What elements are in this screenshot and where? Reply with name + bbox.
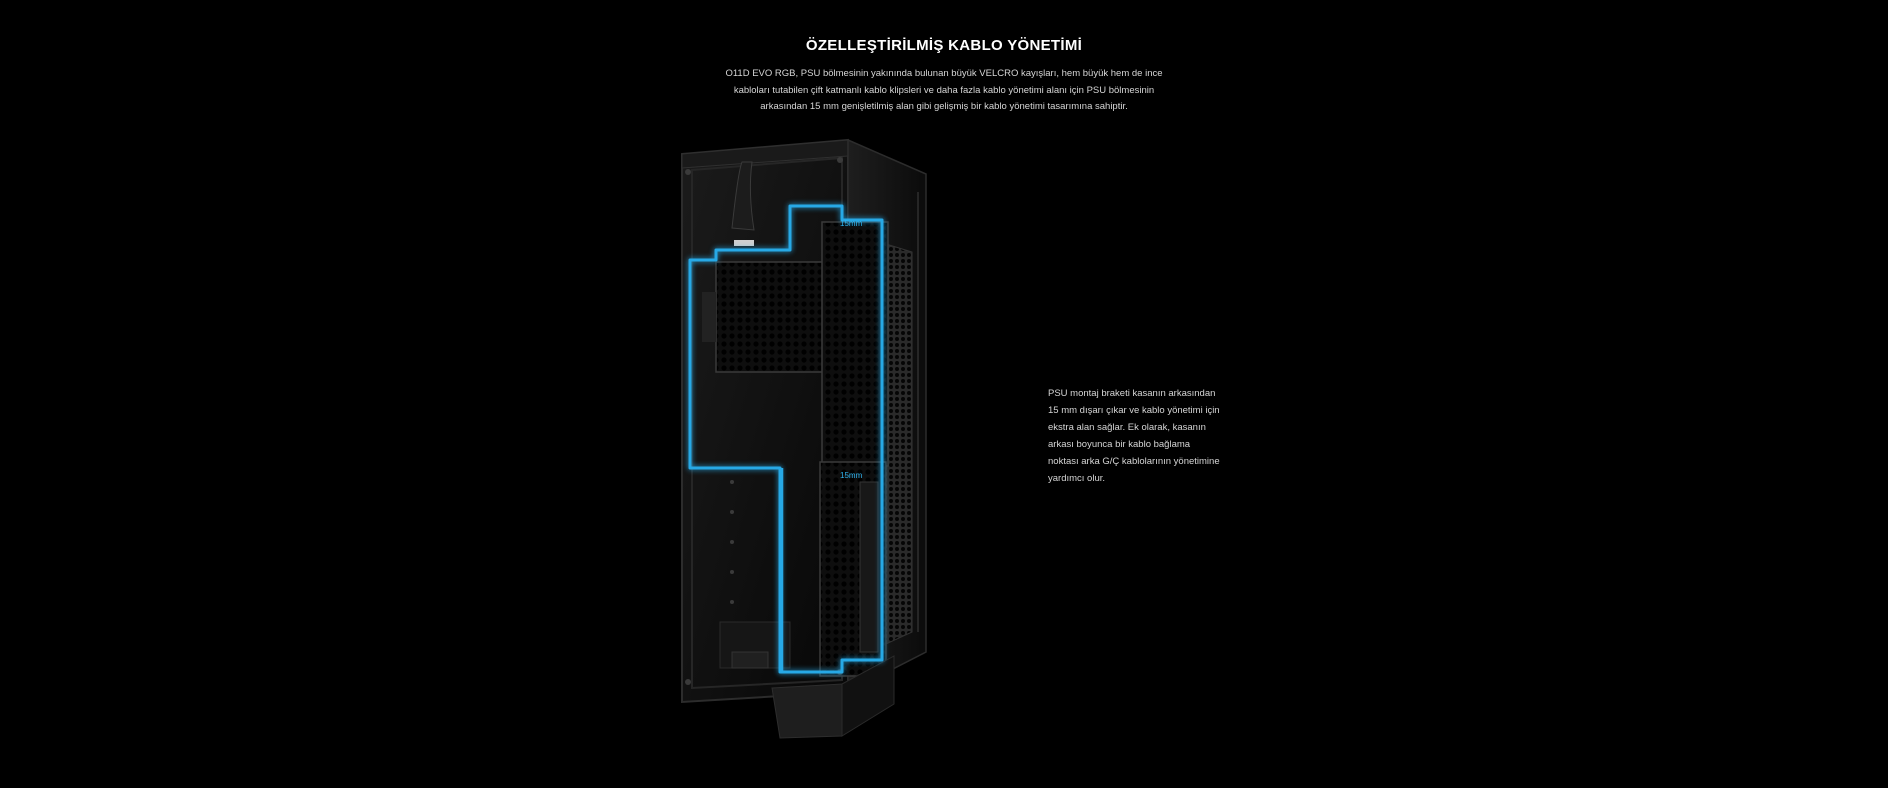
intro-line: arkasından 15 mm genişletilmiş alan gibi… (760, 101, 1128, 112)
note-line: 15 mm dışarı çıkar ve kablo yönetimi içi… (1048, 405, 1220, 416)
psu-unit (715, 261, 837, 373)
upper-dimension-label: 15mm (840, 219, 863, 228)
psu-bracket (821, 221, 889, 467)
note-line: noktası arka G/Ç kablolarının yönetimine (1048, 456, 1220, 467)
note-line: PSU montaj braketi kasanın arkasından (1048, 388, 1216, 399)
cable-area-highlight (688, 204, 884, 674)
pc-case-illustration: 15mm 15mm (681, 138, 927, 739)
note-line: ekstra alan sağlar. Ek olarak, kasanın (1048, 422, 1206, 433)
note-line: yardımcı olur. (1048, 473, 1106, 484)
intro-paragraph: O11D EVO RGB, PSU bölmesinin yakınında b… (694, 66, 1194, 116)
note-line: arkası boyunca bir kablo bağlama (1048, 439, 1191, 450)
section-title: ÖZELLEŞTİRİLMİŞ KABLO YÖNETİMİ (805, 37, 1083, 54)
pc-case-image: 15mm 15mm (672, 132, 1024, 744)
side-mesh-strip (885, 243, 913, 645)
intro-line: O11D EVO RGB, PSU bölmesinin yakınında b… (725, 68, 1163, 79)
lower-dimension-label: 15mm (840, 471, 863, 480)
case-foot (771, 683, 843, 739)
intro-line: kabloları tutabilen çift katmanlı kablo … (733, 84, 1155, 96)
psu-bracket-note: PSU montaj braketi kasanın arkasından 15… (1048, 385, 1248, 487)
